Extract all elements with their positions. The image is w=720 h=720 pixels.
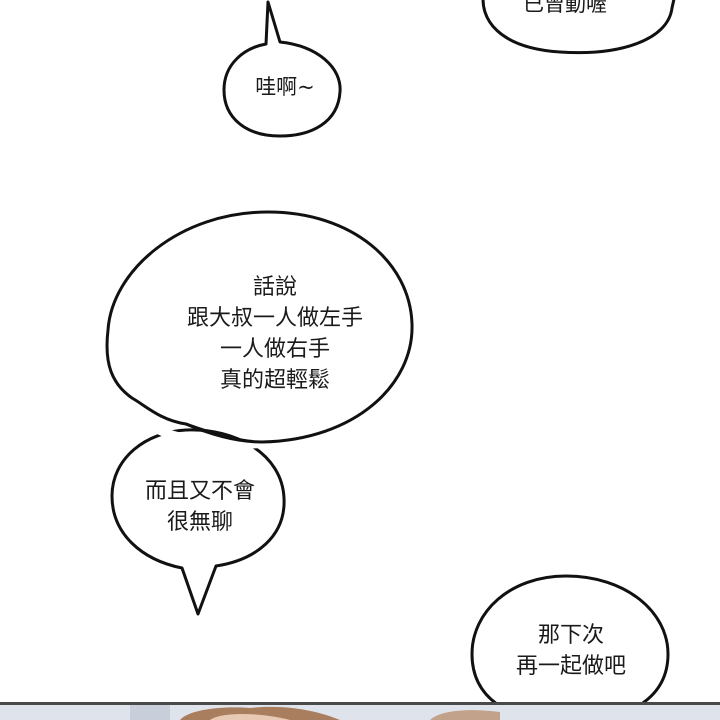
bubble-line: 一人做右手	[219, 337, 330, 362]
speech-bubble-seam-cover	[150, 420, 262, 449]
speech-bubble-top-right	[481, 0, 676, 55]
bubble-line: 哇啊~	[255, 75, 315, 99]
bubble-line: 很無聊	[166, 510, 233, 535]
bubble-line: 跟大叔一人做左手	[186, 306, 363, 331]
bubble-line: 話說	[252, 275, 297, 300]
speech-bubble-next	[470, 574, 670, 720]
bubble-line: 那下次	[537, 623, 604, 648]
speech-bubble-boring	[110, 428, 286, 616]
speech-bubble-wow	[222, 0, 342, 138]
speech-bubble-seam-line	[185, 422, 263, 444]
bubble-text-main: 話說 跟大叔一人做左手 一人做右手 真的超輕鬆	[150, 272, 400, 396]
bubble-line: 而且又不會	[144, 479, 255, 504]
bubble-text-wow: 哇啊~	[240, 77, 330, 98]
bubble-line: 已曾動喔	[523, 0, 607, 16]
bubble-text-next: 那下次 再一起做吧	[486, 620, 656, 682]
character-art-strip	[0, 702, 720, 720]
bubble-line: 真的超輕鬆	[219, 368, 330, 393]
bubble-text-boring: 而且又不會 很無聊	[120, 476, 280, 538]
bubble-text-top-right: 已曾動喔	[500, 0, 630, 15]
bubble-line: 再一起做吧	[515, 654, 626, 679]
